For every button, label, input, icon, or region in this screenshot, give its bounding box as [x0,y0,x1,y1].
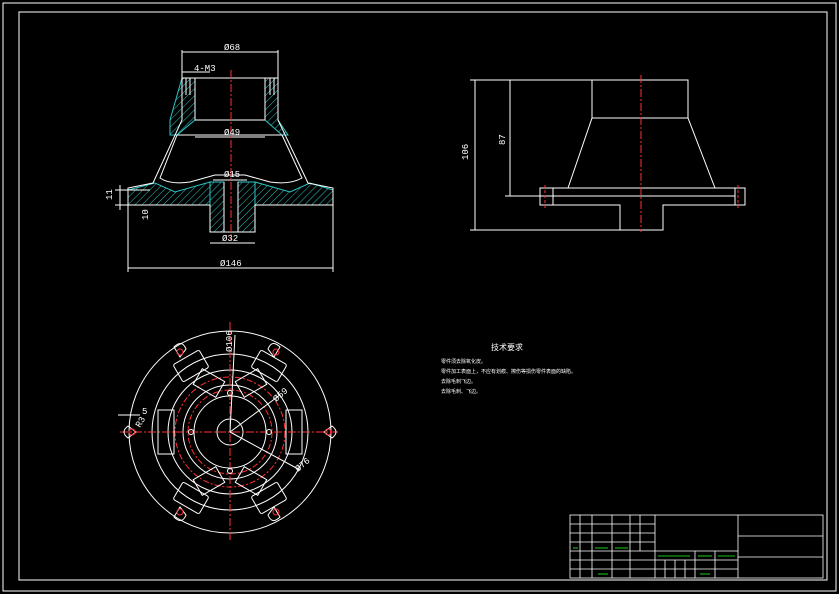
dim-r: R3 [134,415,148,429]
title-block-green-marks [573,547,735,575]
dim-h10: 10 [141,209,151,220]
dim-top-dia: Ø68 [224,43,240,53]
dim-height-total: 106 [461,144,471,160]
plan-view [118,322,340,542]
inner-border [18,11,828,581]
dim-hub-dia: Ø32 [222,234,238,244]
dim-d5: 5 [142,407,147,417]
tech-req-line-3: 去除毛刺飞边。 [441,378,476,385]
dim-h11: 11 [105,189,115,200]
title-block [569,514,824,579]
dim-small-dia: Ø15 [224,170,240,180]
tech-req-title: 技术要求 [491,342,523,352]
dim-d76: Ø76 [294,456,313,474]
tech-req-line-4: 去除毛刺、飞边。 [441,388,481,395]
dim-inner-dia: Ø49 [224,128,240,138]
dim-base-dia: Ø146 [220,259,242,269]
tech-req-line-1: 零件须去除氧化皮。 [441,358,486,365]
tech-req-line-2: 零件加工表面上，不应有划痕、擦伤等损伤零件表面的缺陷。 [441,368,576,375]
dim-holes: 4-M3 [194,64,216,74]
front-section-view [115,50,334,272]
side-view [470,79,746,231]
dim-height-cone: 87 [498,134,508,145]
dim-d106: Ø106 [225,330,235,352]
